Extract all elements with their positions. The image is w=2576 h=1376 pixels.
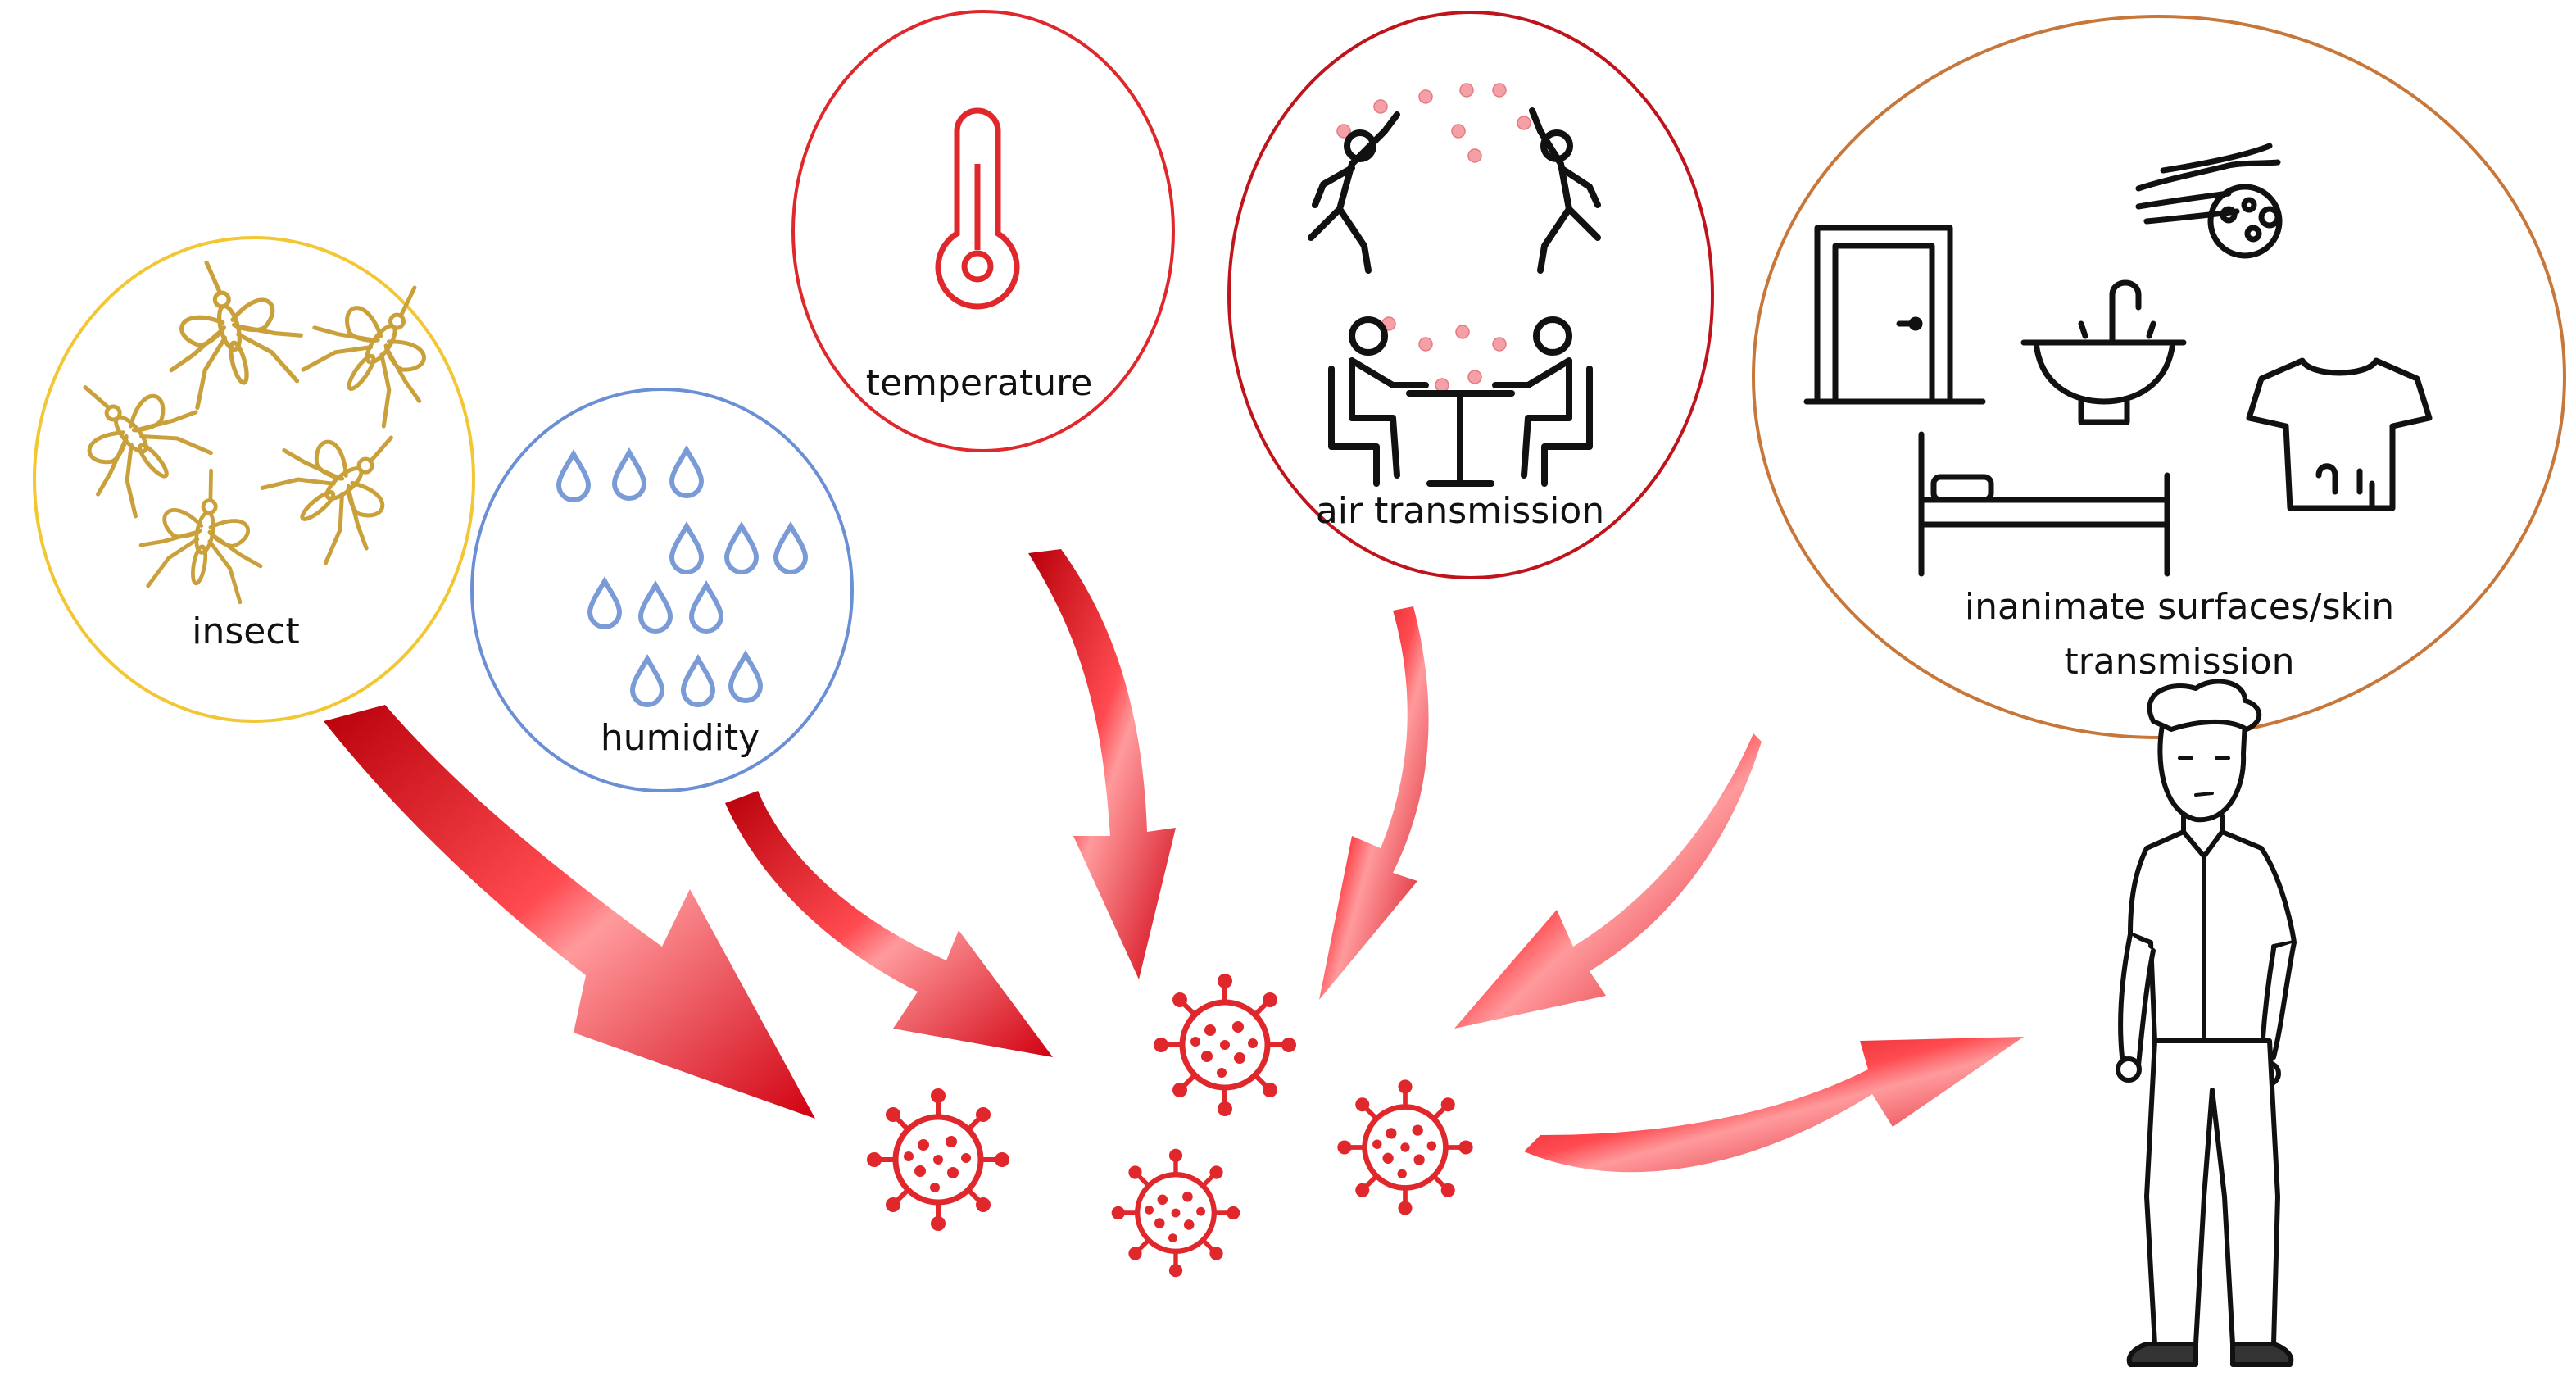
virus-icon: [867, 1088, 1009, 1231]
insect-factor: insect: [33, 236, 475, 723]
arrow-temperature: [1028, 549, 1176, 979]
humidity-factor: humidity: [470, 388, 854, 792]
virus-icon: [1154, 974, 1296, 1116]
household-objects-icon: [1803, 143, 2433, 577]
temperature-label: temperature: [866, 362, 1093, 404]
humidity-circle: [470, 388, 854, 792]
virus-icon: [1112, 1149, 1240, 1278]
temperature-circle: [791, 10, 1175, 452]
arrow-insect: [324, 705, 815, 1119]
surfaces-factor: inanimate surfaces/skin transmission: [1752, 15, 2566, 739]
insect-circle: [33, 236, 475, 723]
surfaces-label-line1: inanimate surfaces/skin: [1965, 586, 2394, 628]
temperature-factor: temperature: [791, 10, 1175, 452]
door-icon: [1803, 225, 1986, 405]
humidity-label: humidity: [601, 717, 760, 759]
air-transmission-circle: [1227, 11, 1714, 579]
transmission-arrows: [324, 549, 2024, 1173]
arrow-humidity: [725, 791, 1053, 1057]
people-icon: [1308, 107, 1601, 487]
sink-icon: [2020, 279, 2187, 425]
surfaces-label-line2: transmission: [2064, 641, 2294, 683]
thermometer-icon: [935, 107, 1020, 310]
water-drop-icon: [559, 450, 805, 705]
air-transmission-label: air transmission: [1316, 490, 1604, 532]
arrow-surfaces: [1454, 733, 1762, 1029]
droplet-particles: [1336, 83, 1531, 393]
mosquito-icon: [40, 244, 471, 605]
insect-label: insect: [192, 611, 300, 652]
virus-icon: [1337, 1079, 1472, 1215]
arrow-air: [1319, 606, 1429, 1000]
bed-icon: [1918, 431, 2170, 577]
arrow-to-person: [1524, 1037, 2024, 1173]
standing-man-icon: [2116, 679, 2297, 1367]
hand-germs-icon: [2135, 143, 2283, 259]
shirt-icon: [2246, 357, 2433, 511]
air-transmission-factor: air transmission: [1227, 11, 1714, 579]
